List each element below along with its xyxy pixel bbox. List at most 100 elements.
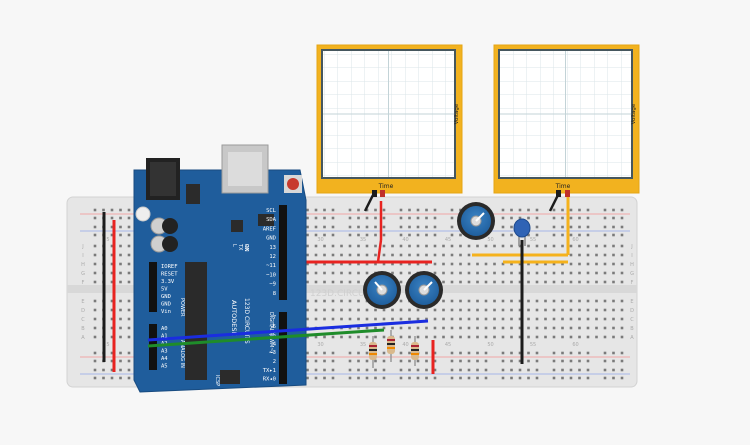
row-letter: F	[82, 280, 85, 286]
resistor-1[interactable]	[369, 336, 377, 368]
column-number: 50	[487, 237, 493, 243]
power-header-label: POWER	[179, 298, 185, 317]
potentiometer-top[interactable]	[457, 202, 495, 240]
pin-label: A4	[161, 356, 168, 362]
row-letter: B	[630, 326, 634, 332]
row-letter: I	[82, 253, 83, 259]
row-letter: A	[630, 335, 634, 341]
resistor-2[interactable]	[387, 330, 395, 362]
on-led-label: ON	[243, 244, 249, 252]
row-letter: C	[81, 317, 85, 323]
row-letter: F	[631, 280, 634, 286]
pin-label: A0	[161, 326, 168, 332]
power-header	[149, 262, 157, 312]
pin-label: ~9	[269, 282, 276, 288]
pin-label: SCL	[266, 208, 277, 214]
led-label: RX	[243, 244, 249, 251]
row-letter: B	[81, 326, 85, 332]
pin-label: 13	[269, 245, 276, 251]
wire-blue-a0[interactable]	[147, 319, 429, 342]
column-number: 45	[445, 237, 451, 243]
pin-label: IOREF	[161, 264, 178, 270]
pin-label: 8	[273, 291, 276, 297]
analog-header-label: ANALOG IN	[179, 340, 185, 368]
icsp-header-top	[258, 214, 274, 226]
pin-label: 12	[269, 254, 276, 260]
scope-left-probe-pos[interactable]	[380, 190, 385, 197]
wire-green-a1[interactable]	[147, 328, 385, 348]
led-label: L	[231, 244, 237, 247]
led-label: TX	[237, 243, 243, 251]
ceramic-capacitor[interactable]	[513, 218, 531, 246]
pin-label: 3.3V	[161, 279, 175, 285]
potentiometer-mid-left[interactable]	[363, 271, 401, 309]
pin-label: 2	[273, 359, 276, 365]
pin-label: A1	[161, 334, 168, 340]
pin-label: ~6	[269, 324, 276, 330]
resistor-3[interactable]	[411, 336, 419, 366]
row-letter: J	[81, 244, 83, 250]
row-letter: C	[630, 317, 634, 323]
row-letter: A	[81, 335, 85, 341]
pin-label: GND	[161, 302, 171, 308]
scope-left-probe-neg[interactable]	[372, 190, 377, 197]
row-letter: H	[630, 262, 634, 268]
row-letter: I	[631, 253, 632, 259]
pin-label: GND	[161, 294, 171, 300]
pin-label: TX▸1	[263, 368, 276, 374]
wire-black-scope-left[interactable]	[363, 194, 375, 212]
scope-right-x-label: Time	[555, 183, 571, 190]
brand-label: AUTODESK	[230, 300, 238, 337]
row-letter: J	[630, 244, 632, 250]
column-number: 35	[360, 237, 366, 243]
column-number: 40	[402, 342, 408, 348]
row-letter: H	[81, 262, 85, 268]
pin-label: A5	[161, 364, 168, 370]
scope-right-probe-pos[interactable]	[565, 190, 570, 197]
column-number: 50	[487, 342, 493, 348]
row-letter: E	[630, 299, 633, 305]
icsp-header-bottom	[220, 370, 240, 384]
breadboard-watermark: 123D.CIRCUITS	[310, 289, 379, 299]
column-number: 35	[360, 342, 366, 348]
column-number: 30	[317, 342, 323, 348]
row-letter: D	[81, 308, 85, 314]
pin-label: RESET	[161, 272, 178, 278]
row-letter: G	[81, 271, 85, 277]
oscilloscope-right[interactable]: Time Voltage	[493, 44, 640, 197]
model-label: 123D CIRCUITS	[243, 298, 250, 344]
pin-label: ~5	[269, 333, 276, 339]
row-letter: E	[81, 299, 84, 305]
atmega-chip	[185, 262, 207, 380]
column-number: 60	[572, 237, 578, 243]
scope-left-x-label: Time	[378, 183, 394, 190]
pin-label: 4	[273, 341, 277, 347]
digital-header-bottom	[279, 312, 287, 384]
pin-label: ~3	[269, 350, 276, 356]
scope-right-probe-neg[interactable]	[556, 190, 561, 197]
icsp-label: ICSP	[214, 375, 220, 386]
pin-label: AREF	[263, 226, 276, 232]
column-number: 55	[530, 237, 536, 243]
column-number: 5	[106, 237, 109, 243]
pin-label: SDA	[266, 217, 277, 223]
oscilloscope-left[interactable]: Time Voltage	[316, 44, 463, 197]
pin-label: ~10	[266, 272, 276, 278]
pin-label: Vin	[161, 309, 171, 315]
column-number: 40	[402, 237, 408, 243]
pin-label: 5V	[161, 287, 168, 293]
digital-header-top	[279, 205, 287, 300]
scope-left-y-label: Voltage	[454, 103, 460, 124]
column-number: 45	[445, 342, 451, 348]
pin-label: RX◂0	[263, 377, 276, 383]
column-number: 55	[530, 342, 536, 348]
analog-pin-labels: A0A1A2A3A4A5	[161, 326, 168, 370]
potentiometer-mid-right[interactable]	[405, 271, 443, 309]
